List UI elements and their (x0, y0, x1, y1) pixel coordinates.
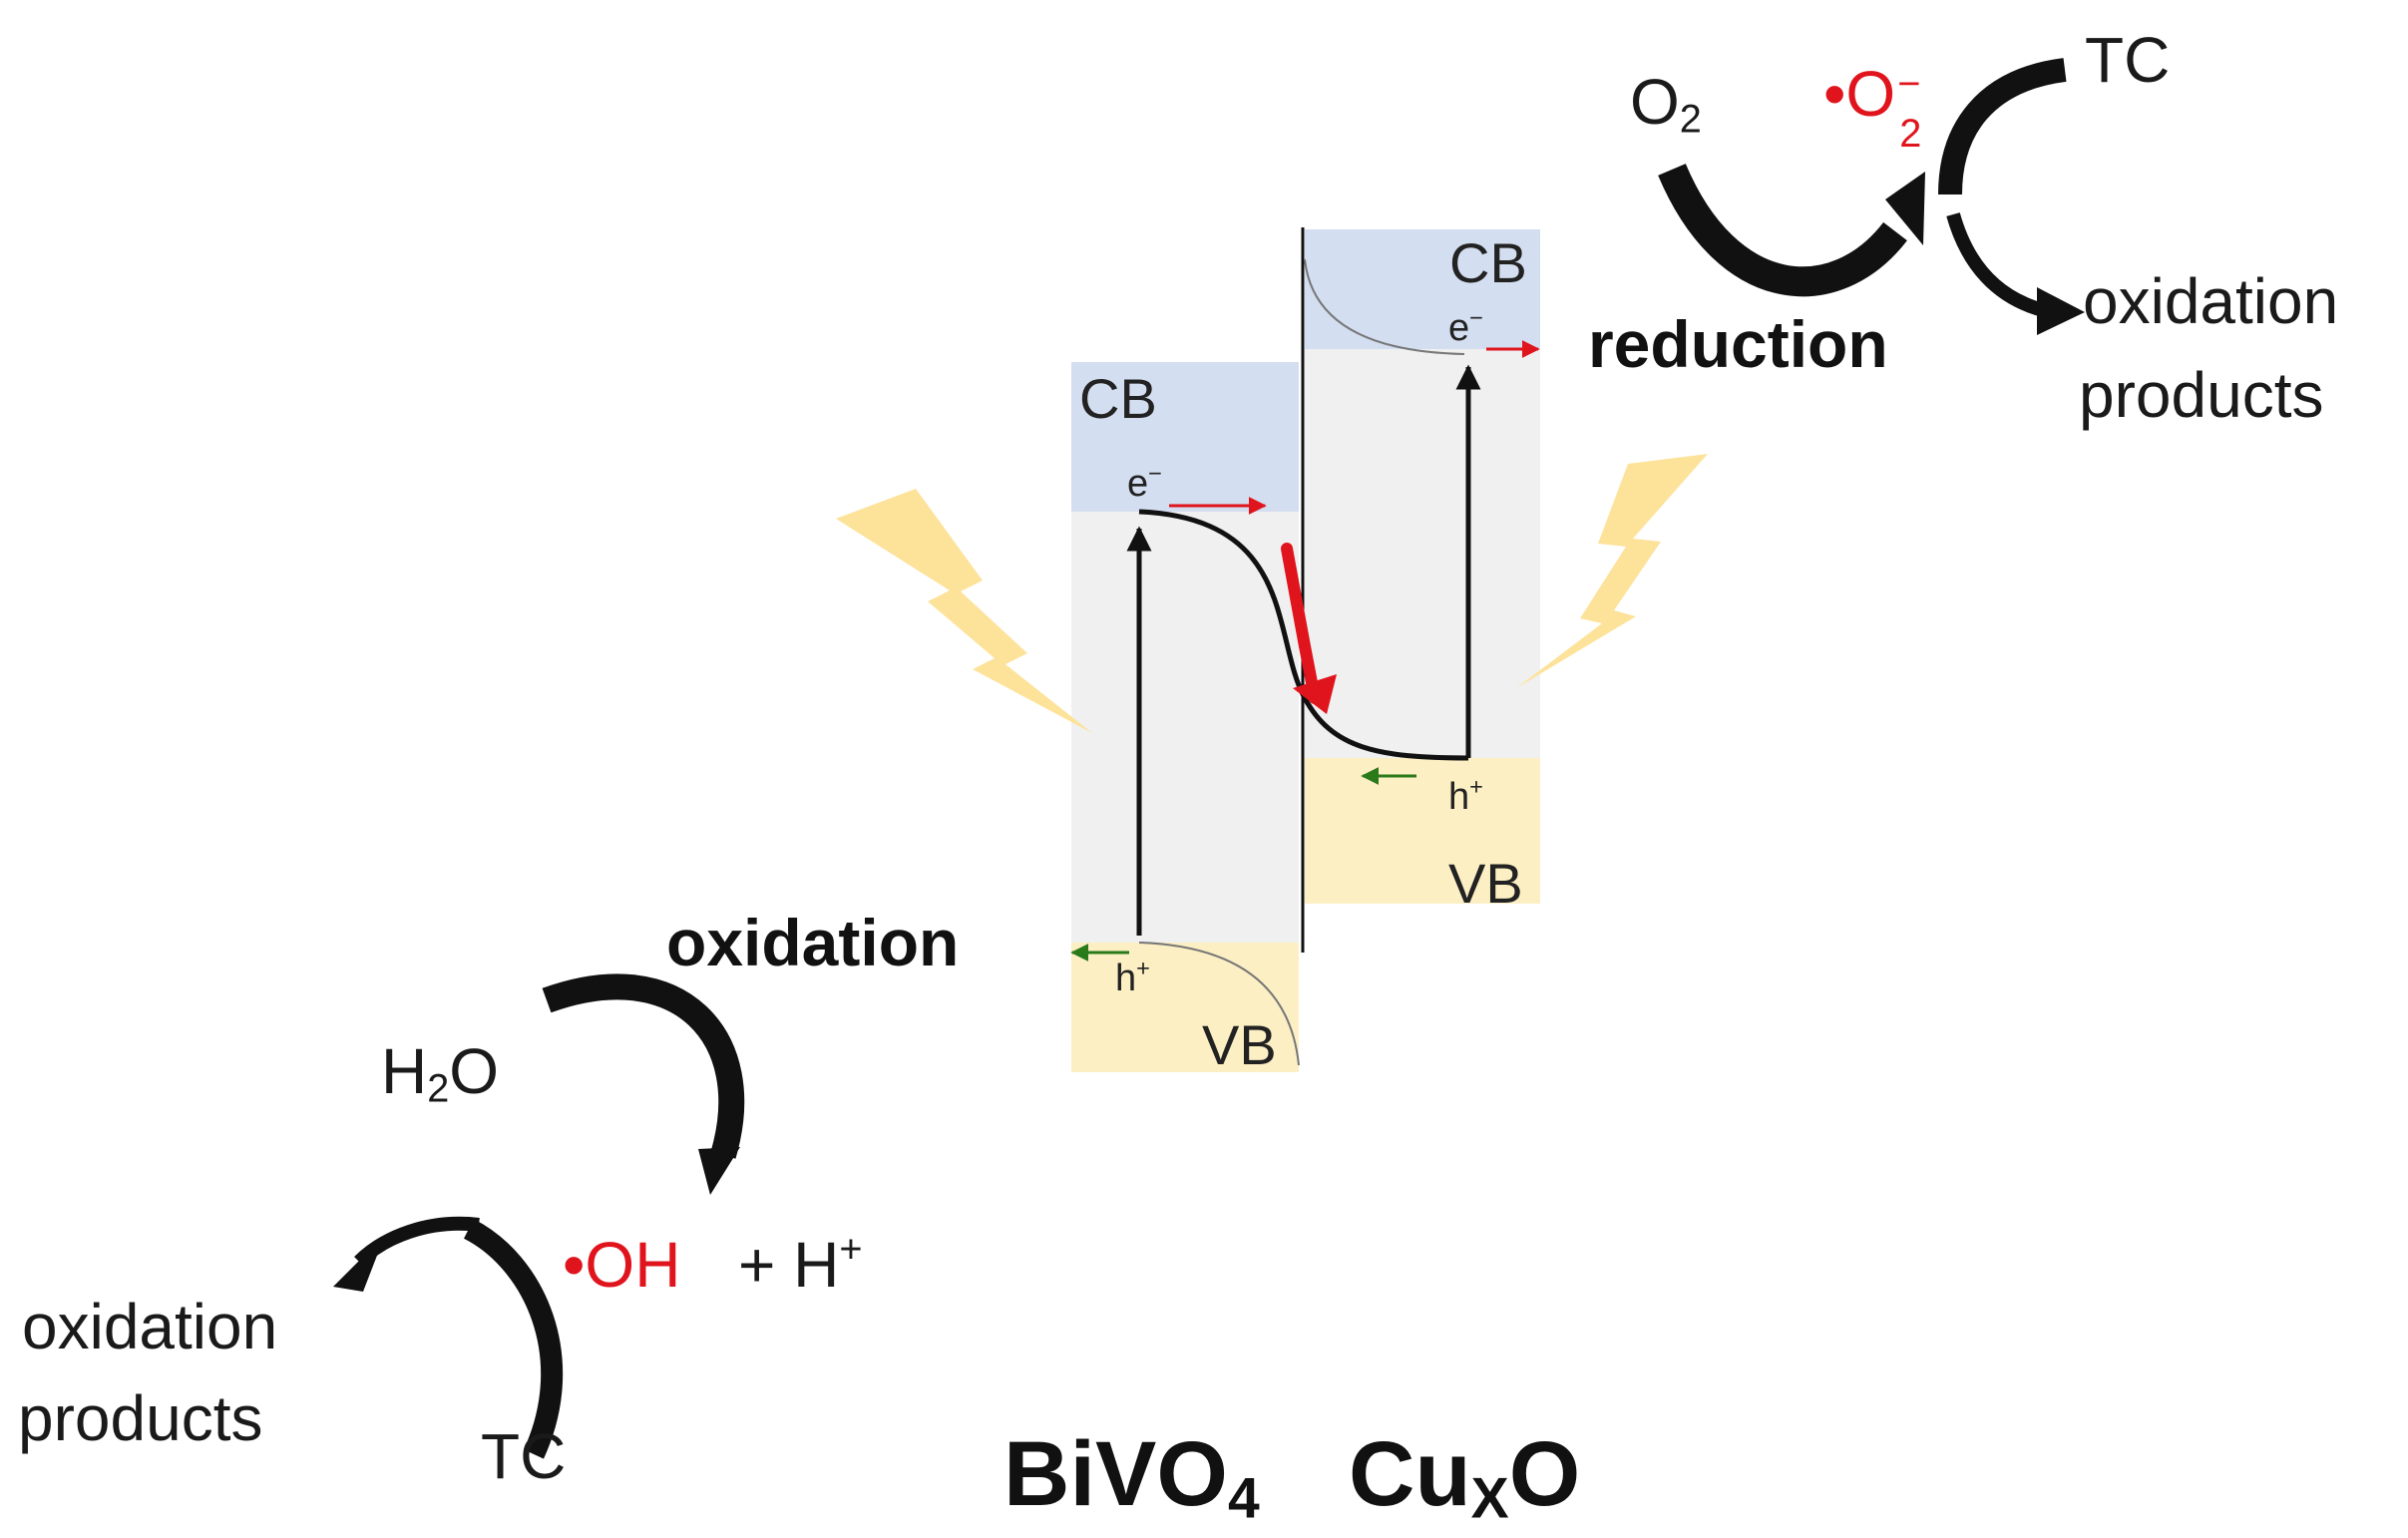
reduction-cycle-arrowhead (1885, 172, 1925, 245)
lower-products-line2: products (18, 1382, 263, 1454)
products-release-arrowhead (2037, 287, 2085, 335)
interface-electron-transfer-arrowhead (1293, 674, 1337, 714)
cuxo-valence-band (1305, 758, 1540, 904)
oxidation-cycle-arc (542, 973, 745, 1159)
o2-reactant-label: O2 (1630, 66, 1702, 142)
tc-pollutant-upper: TC (2085, 24, 2171, 96)
products-release-arc-lower (354, 1216, 480, 1268)
bivo4-band-gap (1071, 512, 1299, 943)
lightning-icon-right (1516, 454, 1708, 688)
reduction-label: reduction (1588, 307, 1888, 381)
cuxo-hole-label: h+ (1448, 773, 1483, 818)
bivo4-material-label: BiVO4 (1003, 1423, 1260, 1531)
cuxo-conduction-band (1305, 229, 1540, 349)
bivo4-valence-band (1071, 943, 1299, 1072)
bivo4-vb-label: VB (1202, 1013, 1277, 1076)
upper-products-line2: products (2079, 359, 2324, 431)
cuxo-material-label: CuXO (1349, 1423, 1581, 1531)
h2o-reactant-label: H2O (381, 1035, 500, 1111)
proton-coproduct-label: + H+ (738, 1227, 863, 1301)
tc-pollutant-lower: TC (481, 1420, 567, 1492)
hydroxyl-radical-label: •OH (563, 1229, 681, 1301)
z-scheme-recombination-curve (1138, 509, 1469, 761)
bivo4-conduction-band (1071, 362, 1299, 512)
superoxide-radical-label: •O−2 (1823, 58, 1922, 156)
bivo4-cb-label: CB (1079, 367, 1157, 430)
oxidation-cycle-arrowhead (698, 1147, 740, 1195)
interface-electron-transfer-arrow (1281, 543, 1321, 704)
reduction-cycle-arc (1658, 164, 1907, 297)
cuxo-band-gap (1305, 349, 1540, 758)
tc-attack-arc-lower (463, 1219, 564, 1459)
oxidation-label: oxidation (666, 906, 960, 979)
bivo4-electron-label: e− (1127, 460, 1162, 505)
cuxo-cb-bending-curve (1304, 258, 1465, 355)
cuxo-electron-label: e− (1448, 304, 1483, 349)
products-release-arrowhead-lower (333, 1235, 385, 1292)
lower-products-line1: oxidation (22, 1291, 278, 1362)
cuxo-cb-label: CB (1449, 231, 1527, 294)
lightning-icon-left (836, 489, 1092, 733)
bivo4-hole-label: h+ (1115, 955, 1150, 999)
cuxo-vb-label: VB (1448, 852, 1523, 915)
products-release-arc (1946, 212, 2049, 318)
upper-products-line1: oxidation (2083, 265, 2339, 337)
tc-attack-arc (1938, 58, 2067, 195)
bivo4-vb-bending-curve (1138, 942, 1300, 1066)
